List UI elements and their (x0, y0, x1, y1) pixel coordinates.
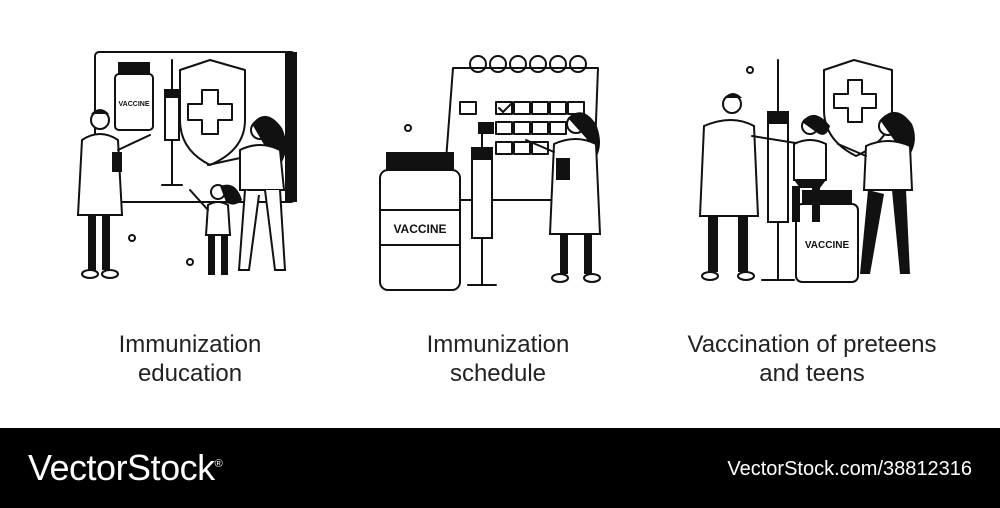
vial-label: VACCINE (393, 222, 446, 236)
sparkle-dot (747, 67, 753, 73)
syringe-icon (468, 130, 496, 285)
vaccine-vial-icon: VACCINE (115, 62, 153, 130)
child-figure (190, 185, 242, 275)
brand-name: VectorStock (28, 447, 215, 488)
sparkle-dot (405, 125, 411, 131)
brand-registered-mark: ® (214, 458, 223, 470)
watermark-footer: VectorStock® VectorStock.com/38812316 (0, 428, 1000, 508)
caption-line-1: Immunization (118, 331, 262, 358)
panel-vaccination-preteens-teens: VACCINE (662, 40, 962, 400)
syringe-icon (162, 60, 182, 185)
sparkle-dot (187, 259, 193, 265)
caption-line-2: schedule (449, 360, 547, 387)
caption-line-1: Vaccination of preteens (687, 331, 937, 358)
vial-label: VACCINE (805, 240, 850, 251)
caption-vaccination-preteens-teens: Vaccination of preteens and teens (662, 330, 962, 388)
parent-figure (838, 111, 915, 274)
board-edge (285, 52, 297, 202)
teen-figure (792, 114, 830, 222)
parent-figure (208, 115, 287, 270)
caption-immunization-education: Immunization education (40, 330, 340, 388)
vaccine-vial-icon: VACCINE (796, 190, 858, 282)
caption-immunization-schedule: Immunization schedule (348, 330, 648, 388)
immunization-education-illustration: VACCINE (40, 40, 297, 300)
caption-line-2: education (137, 360, 243, 387)
doctor-figure (700, 93, 802, 280)
caption-line-2: and teens (759, 360, 865, 387)
vial-label: VACCINE (119, 101, 150, 108)
vaccine-vial-icon: VACCINE (380, 152, 460, 290)
brand-logo: VectorStock® (28, 447, 223, 489)
vaccination-preteens-illustration: VACCINE (662, 40, 915, 300)
stock-id: VectorStock.com/38812316 (727, 458, 972, 480)
caption-line-1: Immunization (426, 331, 570, 358)
panel-immunization-schedule: VACCINE Immunization schedule (348, 40, 648, 400)
doctor-figure (78, 109, 150, 278)
immunization-schedule-illustration: VACCINE (348, 40, 648, 300)
syringe-icon (762, 60, 794, 280)
doctor-figure (526, 112, 600, 282)
shield-cross-icon (180, 60, 245, 165)
panel-immunization-education: VACCINE (40, 40, 340, 400)
sparkle-dot (129, 235, 135, 241)
